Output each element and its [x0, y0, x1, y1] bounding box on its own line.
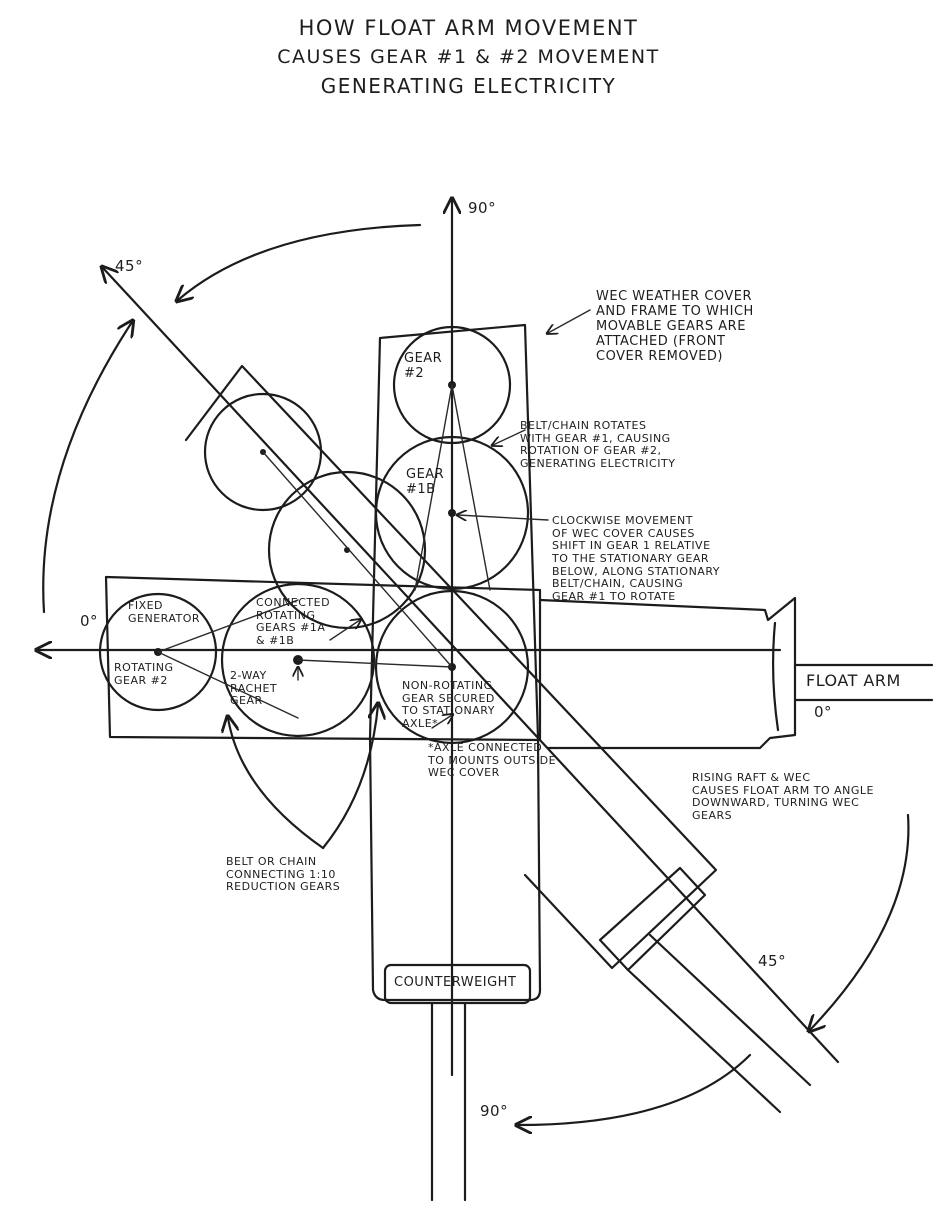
- gear-2-circle: [392, 325, 512, 445]
- axle-note-label: *AXLE CONNECTED TO MOUNTS OUTSIDE WEC CO…: [428, 741, 557, 780]
- connected-gears-circle: [220, 582, 376, 738]
- ratchet-gear-label: 2-WAY RACHET GEAR: [230, 669, 278, 708]
- connected-gears-pointer: [329, 620, 360, 641]
- arc-arrow-upper-left-to-top: [178, 223, 422, 300]
- title-line-2: CAUSES GEAR #1 & #2 MOVEMENT: [277, 46, 660, 68]
- belt-line-6: [262, 451, 453, 668]
- float-arm-diagonal-edge-1: [648, 933, 812, 1087]
- float-arm-right: [538, 596, 797, 750]
- angle-label-top-90: 90°: [468, 199, 497, 217]
- counterweight-box: [383, 963, 532, 1005]
- rotating-gear-2-circle: [98, 592, 218, 712]
- belt-or-chain-label: BELT OR CHAIN CONNECTING 1:10 REDUCTION …: [226, 855, 341, 894]
- arc-arrow-bottom: [518, 1053, 752, 1125]
- title-line-3: GENERATING ELECTRICITY: [320, 74, 617, 98]
- gear-1b-label: GEAR #1B: [406, 467, 445, 497]
- belt-line-2: [451, 384, 491, 591]
- gear-1b-circle: [374, 435, 530, 591]
- vertical-frame: [368, 323, 542, 1002]
- belt-rotates-label: BELT/CHAIN ROTATES WITH GEAR #1, CAUSING…: [520, 419, 676, 470]
- connected-gears-label: CONNECTED ROTATING GEARS #1A & #1B: [256, 596, 331, 647]
- float-arm-label: FLOAT ARM: [806, 671, 901, 690]
- belt-bracket-arrow-right: [321, 705, 378, 850]
- angle-label-right-0: 0°: [814, 703, 833, 721]
- counterweight-label: COUNTERWEIGHT: [394, 975, 517, 990]
- belt-line-3: [157, 599, 299, 653]
- angle-label-upper-left-45: 45°: [115, 257, 144, 275]
- gear-1b-center: [448, 509, 456, 517]
- wec-cover-pointer: [548, 309, 591, 333]
- fixed-generator-label: FIXED GENERATOR: [128, 599, 201, 625]
- diagonal-frame: [184, 364, 718, 970]
- float-arm-diagonal-bracket: [598, 866, 707, 972]
- belt-bracket-arrow-left: [228, 718, 325, 850]
- float-arm-diagonal-edge-2: [626, 968, 782, 1114]
- belt-rotates-pointer: [493, 429, 526, 445]
- angle-label-lower-right-45: 45°: [758, 952, 787, 970]
- clockwise-movement-label: CLOCKWISE MOVEMENT OF WEC COVER CAUSES S…: [552, 514, 720, 603]
- belt-line-5: [297, 659, 453, 668]
- diagonal-upper-gear-circle: [203, 392, 323, 512]
- title-line-1: HOW FLOAT ARM MOVEMENT: [298, 16, 639, 40]
- belt-line-4: [157, 651, 299, 719]
- non-rotating-gear-circle: [374, 589, 530, 745]
- clockwise-pointer: [458, 515, 549, 520]
- non-rotating-gear-label: NON-ROTATING GEAR SECURED TO STATIONARY …: [402, 679, 495, 730]
- counterweight-post: [430, 1001, 467, 1202]
- diagonal-axis-line: [103, 268, 840, 1064]
- angle-label-left-0: 0°: [80, 612, 99, 630]
- arc-arrow-lower-right: [810, 813, 910, 1030]
- angle-label-bottom-90: 90°: [480, 1102, 509, 1120]
- rising-raft-label: RISING RAFT & WEC CAUSES FLOAT ARM TO AN…: [692, 771, 874, 822]
- gear-2-label: GEAR #2: [404, 351, 443, 381]
- wec-cover-label: WEC WEATHER COVER AND FRAME TO WHICH MOV…: [596, 289, 754, 364]
- belt-line-1: [414, 384, 453, 591]
- rotating-gear-2-label: ROTATING GEAR #2: [114, 661, 174, 687]
- float-arm-bracket-right: [771, 621, 780, 732]
- axle-pointer: [431, 715, 452, 729]
- arc-arrow-left-to-upper-left: [42, 322, 132, 614]
